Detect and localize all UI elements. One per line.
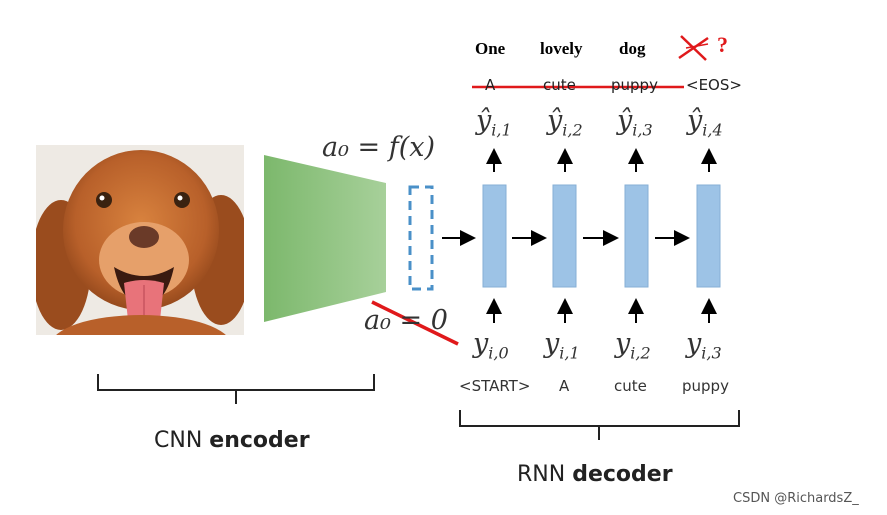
output-yhat-1: ŷi,1	[476, 105, 512, 140]
struck-output-2: cute	[543, 76, 576, 94]
handwritten-word-2: lovely	[540, 39, 583, 58]
strike-slash	[371, 300, 459, 346]
input-y-1: yi,0	[473, 328, 509, 363]
input-token-4: puppy	[682, 377, 729, 395]
output-yhat-2: ŷi,2	[547, 105, 583, 140]
rnn-cell-2	[552, 184, 577, 288]
dog-photo	[36, 145, 244, 335]
watermark: CSDN @RichardsZ_	[733, 491, 859, 506]
rnn-cell-4	[696, 184, 721, 288]
equation-a0-zero: a₀ = 0	[364, 305, 448, 336]
rejected-question-mark: ?	[717, 32, 728, 57]
output-yhat-3: ŷi,3	[617, 105, 653, 140]
struck-output-1: A	[485, 76, 496, 94]
input-token-1: <START>	[459, 377, 531, 395]
struck-output-4: <EOS>	[686, 76, 742, 94]
input-token-2: A	[559, 377, 570, 395]
handwritten-word-3: dog	[619, 39, 646, 58]
equation-a0-fx: a₀ = f(x)	[322, 132, 435, 163]
output-yhat-4: ŷi,4	[687, 105, 723, 140]
rejected-cross-icon	[678, 35, 709, 61]
input-y-3: yi,2	[615, 328, 651, 363]
input-y-4: yi,3	[686, 328, 722, 363]
input-token-3: cute	[614, 377, 647, 395]
handwritten-word-1: One	[475, 39, 506, 58]
input-y-2: yi,1	[544, 328, 580, 363]
rnn-cell-3	[624, 184, 649, 288]
struck-output-3: puppy	[611, 76, 658, 94]
feature-vector-dashed	[408, 185, 434, 291]
decoder-brace	[459, 410, 740, 440]
cnn-encoder-label: CNN encoder	[154, 428, 310, 453]
encoder-brace	[97, 374, 375, 404]
rnn-decoder-label: RNN decoder	[517, 462, 673, 487]
rnn-cell-1	[482, 184, 507, 288]
cnn-encoder-shape	[264, 155, 386, 322]
